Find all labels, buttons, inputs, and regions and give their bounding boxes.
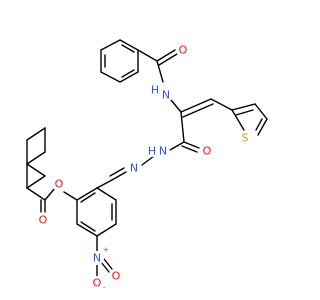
molecule-structure-diagram: O N H S O N H N O [26, 39, 268, 292]
atom-s-thiophene: S [238, 131, 252, 145]
atom-o-hydrazide: O [200, 144, 214, 158]
atom-label-nitrogen: N [93, 252, 101, 265]
atom-nh-amide: N H [149, 84, 173, 102]
atom-label-nitrogen: N [130, 162, 138, 175]
atom-o-ester: O [52, 177, 66, 191]
atom-label-oxygen: O [203, 145, 212, 158]
atom-charge-plus: + [103, 246, 109, 254]
atom-labels: O N H S O N H N O [36, 43, 252, 292]
bonds [26, 39, 268, 277]
thiophene-ring [231, 103, 268, 136]
atom-label-sulfur: S [242, 132, 249, 145]
atom-label-hydrogen: H [151, 84, 159, 97]
atom-n-imine: N [127, 161, 141, 175]
atom-o-nitro-minus: O - [90, 276, 106, 292]
atom-label-nitrogen: N [159, 145, 167, 158]
benzene-ring-top [100, 39, 139, 83]
atom-label-oxygen: O [39, 214, 48, 227]
benzene-ring-left [26, 127, 46, 189]
benzene-ring-bottom [76, 187, 117, 237]
atom-charge-minus: - [103, 284, 106, 292]
atom-o-nitro-double: O [109, 269, 123, 283]
atom-o-ester-carbonyl: O [36, 213, 50, 227]
atom-nh-hydrazide: N H [146, 144, 170, 158]
atom-n-nitro: N + [90, 246, 109, 265]
atom-label-oxygen: O [179, 44, 188, 57]
atom-label-oxygen: O [112, 270, 121, 283]
atom-label-oxygen: O [93, 277, 102, 290]
atom-label-oxygen: O [55, 178, 64, 191]
atom-label-nitrogen: N [162, 89, 170, 102]
atom-label-hydrogen: H [148, 145, 156, 158]
atom-o-benzoyl-amide: O [176, 43, 190, 57]
